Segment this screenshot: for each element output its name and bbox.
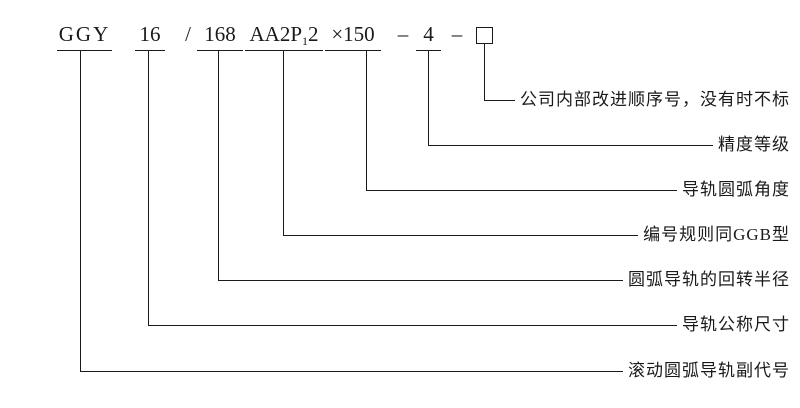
placeholder-box (476, 27, 493, 44)
label-text: 公司内部改进顺序号，没有时不标 (520, 90, 790, 109)
underline-spec (245, 50, 323, 51)
drop-line-placeholder (484, 43, 485, 100)
leader-line (484, 99, 515, 101)
underline-precision (416, 50, 441, 51)
drop-line-radius (218, 51, 219, 280)
label-row-angle: 导轨圆弧角度 (366, 178, 790, 202)
drop-line-precision (428, 51, 429, 145)
label-text: 精度等级 (718, 135, 790, 154)
label-text: 导轨公称尺寸 (682, 315, 790, 334)
label-text: 滚动圆弧导轨副代号 (628, 361, 790, 380)
code-spec-prefix: AA2P (249, 22, 302, 46)
leader-line (80, 370, 623, 372)
label-row-radius: 圆弧导轨的回转半径 (218, 268, 790, 292)
leader-line (283, 234, 639, 236)
code-dash-2: – (451, 22, 463, 46)
code-dash-1: – (397, 22, 409, 46)
code-spec-subscript: 1 (302, 34, 308, 48)
code-spec-suffix: 2 (308, 22, 319, 46)
underline-radius (197, 50, 243, 51)
leader-line (218, 279, 623, 281)
drop-line-series (80, 51, 81, 371)
drop-line-spec (283, 51, 284, 235)
code-nominal-size: 16 (139, 22, 161, 46)
label-row-precision: 精度等级 (428, 133, 790, 157)
underline-series (57, 50, 112, 51)
drop-line-nominal-size (148, 51, 149, 325)
label-text: 圆弧导轨的回转半径 (628, 270, 790, 289)
label-text: 编号规则同GGB型 (643, 225, 790, 244)
code-spec: AA2P12 (245, 22, 323, 48)
code-series: GGY (58, 22, 111, 46)
leader-line (366, 189, 677, 191)
drop-line-angle (366, 51, 367, 190)
label-row-spec: 编号规则同GGB型 (283, 223, 790, 247)
label-row-series: 滚动圆弧导轨副代号 (80, 359, 790, 383)
code-slash: / (185, 22, 191, 46)
underline-angle (325, 50, 381, 51)
label-text: 导轨圆弧角度 (682, 180, 790, 199)
leader-line (148, 324, 677, 326)
underline-nominal-size (135, 50, 165, 51)
code-angle: ×150 (331, 22, 375, 46)
label-row-placeholder: 公司内部改进顺序号，没有时不标 (484, 88, 790, 112)
label-row-nominal-size: 导轨公称尺寸 (148, 313, 790, 337)
code-precision: 4 (423, 22, 434, 46)
leader-line (428, 144, 713, 146)
code-radius: 168 (204, 22, 236, 46)
